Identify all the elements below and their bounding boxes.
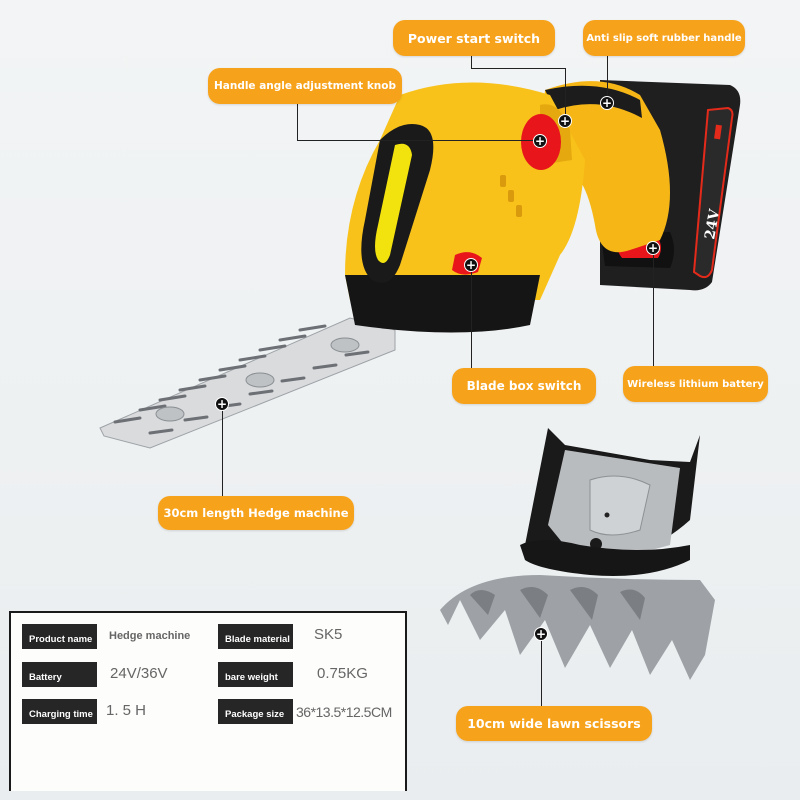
spec-value-charging-time: 1. 5 H: [106, 702, 147, 719]
marker-battery-icon[interactable]: [646, 241, 660, 255]
hedge-blade: [99, 317, 396, 449]
marker-power-switch-icon[interactable]: [558, 114, 572, 128]
spec-label-package-size: Package size: [218, 699, 293, 724]
callout-text: 30cm length Hedge machine: [163, 506, 349, 520]
leader-knob-h: [297, 140, 540, 141]
trimmer-body: [345, 81, 670, 333]
label-text: Blade material: [225, 634, 290, 645]
leader-scissors-v: [541, 634, 542, 706]
marker-hedge-blade-icon[interactable]: [215, 397, 229, 411]
marker-handle-icon[interactable]: [600, 96, 614, 110]
spec-label-blade-material: Blade material: [218, 624, 293, 649]
marker-lawn-scissors-icon[interactable]: [534, 627, 548, 641]
leader-blade-switch-v: [471, 265, 472, 369]
spec-value-battery: 24V/36V: [110, 665, 168, 682]
callout-hedge-machine: 30cm length Hedge machine: [158, 496, 354, 530]
label-text: bare weight: [225, 672, 278, 683]
leader-handle-v: [607, 55, 608, 102]
callout-wireless-battery: Wireless lithium battery: [623, 366, 768, 402]
leader-battery-v: [653, 248, 654, 368]
svg-text:24V: 24V: [702, 207, 723, 241]
leader-hedge-v: [222, 404, 223, 497]
spec-table: Product name Hedge machine Blade materia…: [9, 611, 407, 791]
spec-label-battery: Battery: [22, 662, 97, 687]
callout-text: Wireless lithium battery: [627, 378, 764, 390]
callout-blade-box-switch: Blade box switch: [452, 368, 596, 404]
spec-value-package-size: 36*13.5*12.5CM: [296, 704, 392, 720]
label-text: Charging time: [29, 709, 93, 720]
spec-value-bare-weight: 0.75KG: [317, 665, 368, 682]
callout-text: 10cm wide lawn scissors: [467, 716, 641, 731]
callout-text: Power start switch: [407, 30, 541, 46]
leader-knob-v: [297, 104, 298, 140]
label-text: Battery: [29, 672, 62, 683]
callout-text: Anti slip soft rubber handle: [586, 32, 742, 44]
leader-power-switch-v1: [471, 55, 472, 69]
leader-power-switch-v2: [565, 68, 566, 120]
callout-text: Blade box switch: [466, 379, 582, 393]
leader-power-switch-h: [471, 68, 566, 69]
marker-knob-icon[interactable]: [533, 134, 547, 148]
callout-handle-angle-knob: Handle angle adjustment knob: [208, 68, 402, 104]
marker-blade-switch-icon[interactable]: [464, 258, 478, 272]
spec-label-product-name: Product name: [22, 624, 97, 649]
callout-lawn-scissors: 10cm wide lawn scissors: [456, 706, 652, 741]
spec-value-product-name: Hedge machine: [109, 630, 191, 642]
label-text: Package size: [225, 709, 285, 720]
callout-text: Handle angle adjustment knob: [213, 80, 397, 92]
label-text: Product name: [29, 634, 93, 645]
callout-anti-slip-handle: Anti slip soft rubber handle: [583, 20, 745, 56]
lawn-scissors-attachment: [440, 428, 715, 680]
spec-label-charging-time: Charging time: [22, 699, 97, 724]
callout-power-start-switch: Power start switch: [393, 20, 555, 56]
spec-label-bare-weight: bare weight: [218, 662, 293, 687]
spec-value-blade-material: SK5: [314, 626, 343, 643]
